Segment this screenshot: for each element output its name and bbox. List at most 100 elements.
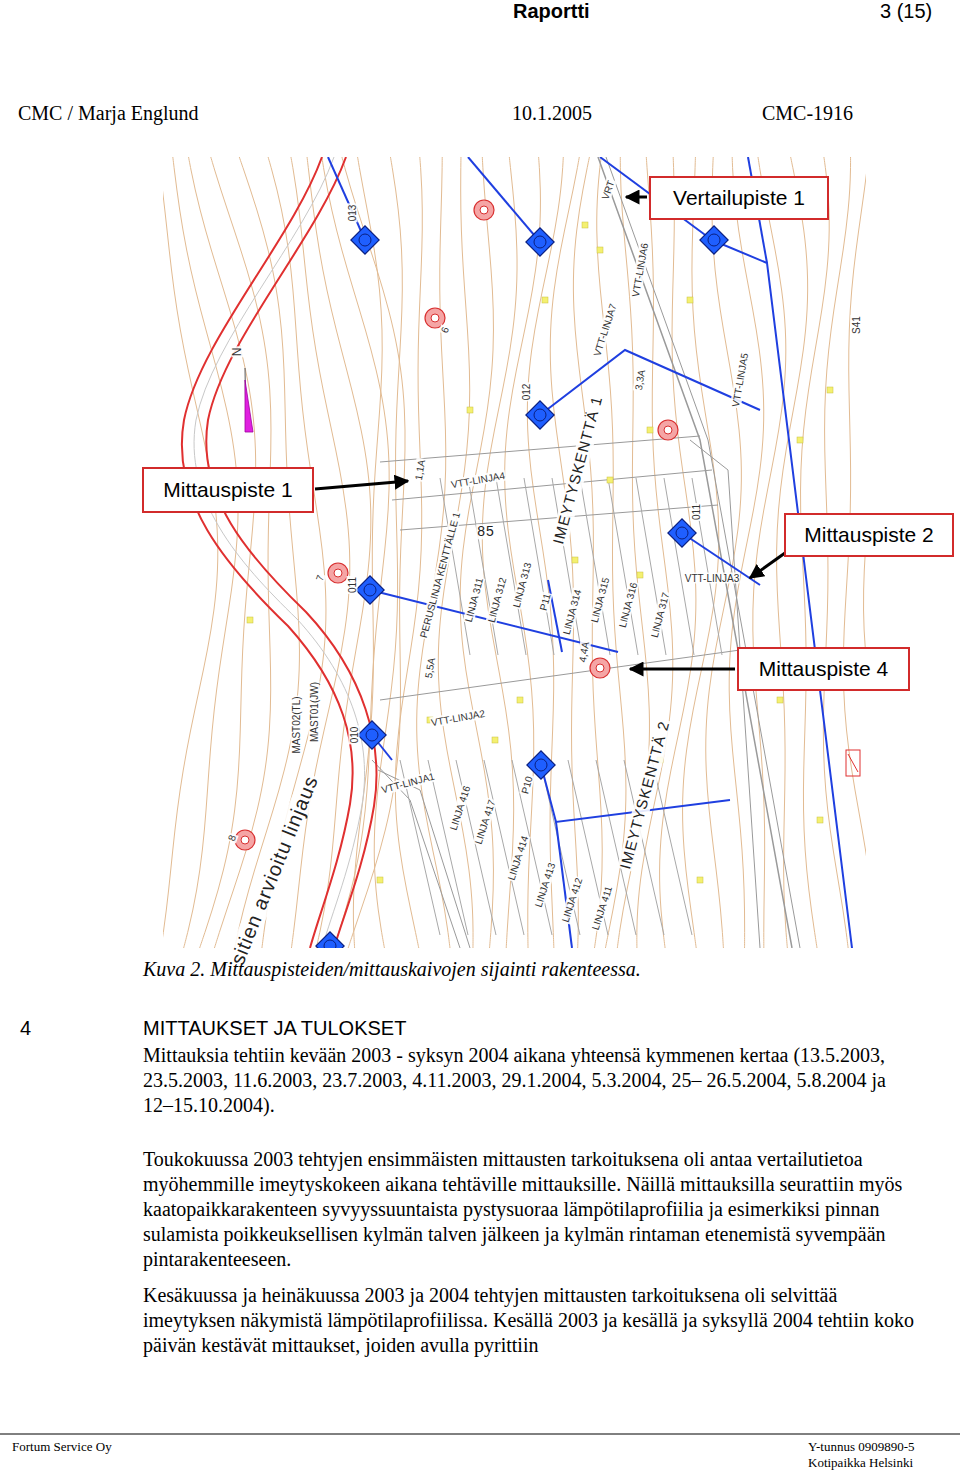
well-diamond xyxy=(316,932,344,948)
map-label: 011 xyxy=(347,576,358,594)
report-number: CMC-1916 xyxy=(762,102,853,125)
survey-dot xyxy=(492,737,498,743)
contour-line xyxy=(573,157,602,948)
well-ring xyxy=(676,527,688,539)
marker-inner xyxy=(664,426,672,434)
well-ring xyxy=(535,759,547,771)
map-label: VTT-LINJA5 xyxy=(730,351,751,409)
map-label: LINJA 315 xyxy=(588,575,611,624)
map-label: 5,5A xyxy=(423,656,438,680)
contour-line xyxy=(172,157,238,948)
marker-inner xyxy=(596,664,604,672)
callout-label: Mittauspiste 2 xyxy=(804,523,934,547)
marker-outer xyxy=(590,658,610,678)
map-label: 011 xyxy=(691,503,702,521)
section-heading: MITTAUKSET JA TULOKSET xyxy=(143,1017,406,1040)
contour-line xyxy=(374,157,402,948)
survey-dot xyxy=(777,697,783,703)
map-label: 013 xyxy=(347,204,358,223)
measurement-well xyxy=(351,226,379,254)
callout-box: Vertailupiste 1 xyxy=(649,176,829,220)
well-ring xyxy=(534,409,546,421)
map-label: 012 xyxy=(521,383,532,402)
reference-marker xyxy=(235,830,255,850)
drain-row xyxy=(468,478,498,655)
field-lines xyxy=(598,157,792,948)
map-label: LINJA 414 xyxy=(505,833,530,882)
field-lines xyxy=(606,157,800,948)
well-diamond xyxy=(351,226,379,254)
measurement-well xyxy=(668,519,696,547)
survey-dot xyxy=(597,247,603,253)
map-label: LINJA 314 xyxy=(560,587,583,636)
measurement-well xyxy=(356,576,384,604)
contour-line xyxy=(660,157,696,948)
callout-box: Mittauspiste 4 xyxy=(737,647,910,691)
contour-line xyxy=(729,157,764,948)
marker-outer xyxy=(474,200,494,220)
callout-label: Mittauspiste 1 xyxy=(163,478,293,502)
contour-lines xyxy=(163,157,866,948)
body-paragraph: Kesäkuussa ja heinäkuussa 2003 ja 2004 t… xyxy=(143,1283,918,1358)
survey-dot xyxy=(542,297,548,303)
reference-marker xyxy=(328,563,348,583)
field-lines xyxy=(372,157,800,948)
field-lines xyxy=(392,470,712,500)
road xyxy=(182,157,353,948)
measurement-well xyxy=(316,932,344,948)
boundary-lines xyxy=(540,350,760,415)
contour-line xyxy=(306,157,371,948)
contour-line xyxy=(550,157,580,948)
well-diamond xyxy=(526,401,554,429)
marker-outer xyxy=(328,563,348,583)
measurement-well xyxy=(526,228,554,256)
reference-marker xyxy=(474,200,494,220)
leader-arrows xyxy=(315,197,792,669)
survey-dot xyxy=(637,572,643,578)
marker-inner xyxy=(480,206,488,214)
survey-dot xyxy=(647,427,653,433)
callout-label: Vertailupiste 1 xyxy=(673,186,805,210)
map-label: N xyxy=(231,347,244,358)
well-diamond xyxy=(668,519,696,547)
map-label: LINJA 316 xyxy=(616,580,639,629)
survey-dot xyxy=(697,877,703,883)
map-label: VRT xyxy=(599,178,617,202)
measurement-well xyxy=(358,721,386,749)
map-label: LINJA 411 xyxy=(589,884,614,932)
footer-domicile: Kotipaikka Helsinki xyxy=(808,1456,913,1470)
footer-company: Fortum Service Oy xyxy=(12,1440,112,1455)
survey-dot xyxy=(827,387,833,393)
drain-row xyxy=(652,760,692,935)
map-label: VTT-LINJA4 xyxy=(449,470,507,491)
field-lines xyxy=(378,770,470,948)
footer-rule xyxy=(0,1434,960,1435)
boundary-lines xyxy=(328,157,365,240)
map-body xyxy=(163,157,866,948)
page-number: 3 (15) xyxy=(880,0,932,23)
map-label: 3,3A xyxy=(633,368,648,392)
map-label: MAST02(TL) xyxy=(291,695,302,754)
marker-outer xyxy=(658,420,678,440)
north-arrow xyxy=(245,368,253,432)
survey-dots xyxy=(247,222,833,883)
contour-line xyxy=(505,157,541,948)
survey-dot xyxy=(607,477,613,483)
boundary-lines xyxy=(468,157,540,242)
map-label: 85 xyxy=(476,524,496,539)
map-label: 4,4A xyxy=(577,640,592,664)
boundary-lines xyxy=(682,533,760,585)
map-label: LINJA 417 xyxy=(472,797,497,846)
survey-dot xyxy=(247,617,253,623)
survey-dot xyxy=(467,407,473,413)
boundary-lines xyxy=(556,822,572,948)
contour-line xyxy=(340,157,405,948)
reference-marker xyxy=(658,420,678,440)
north-arrow xyxy=(245,380,253,432)
map-label: VTT-LINJA1 xyxy=(379,770,436,795)
well-ring xyxy=(366,729,378,741)
well-ring xyxy=(708,234,720,246)
contour-line xyxy=(683,157,719,948)
contour-line xyxy=(163,157,218,948)
